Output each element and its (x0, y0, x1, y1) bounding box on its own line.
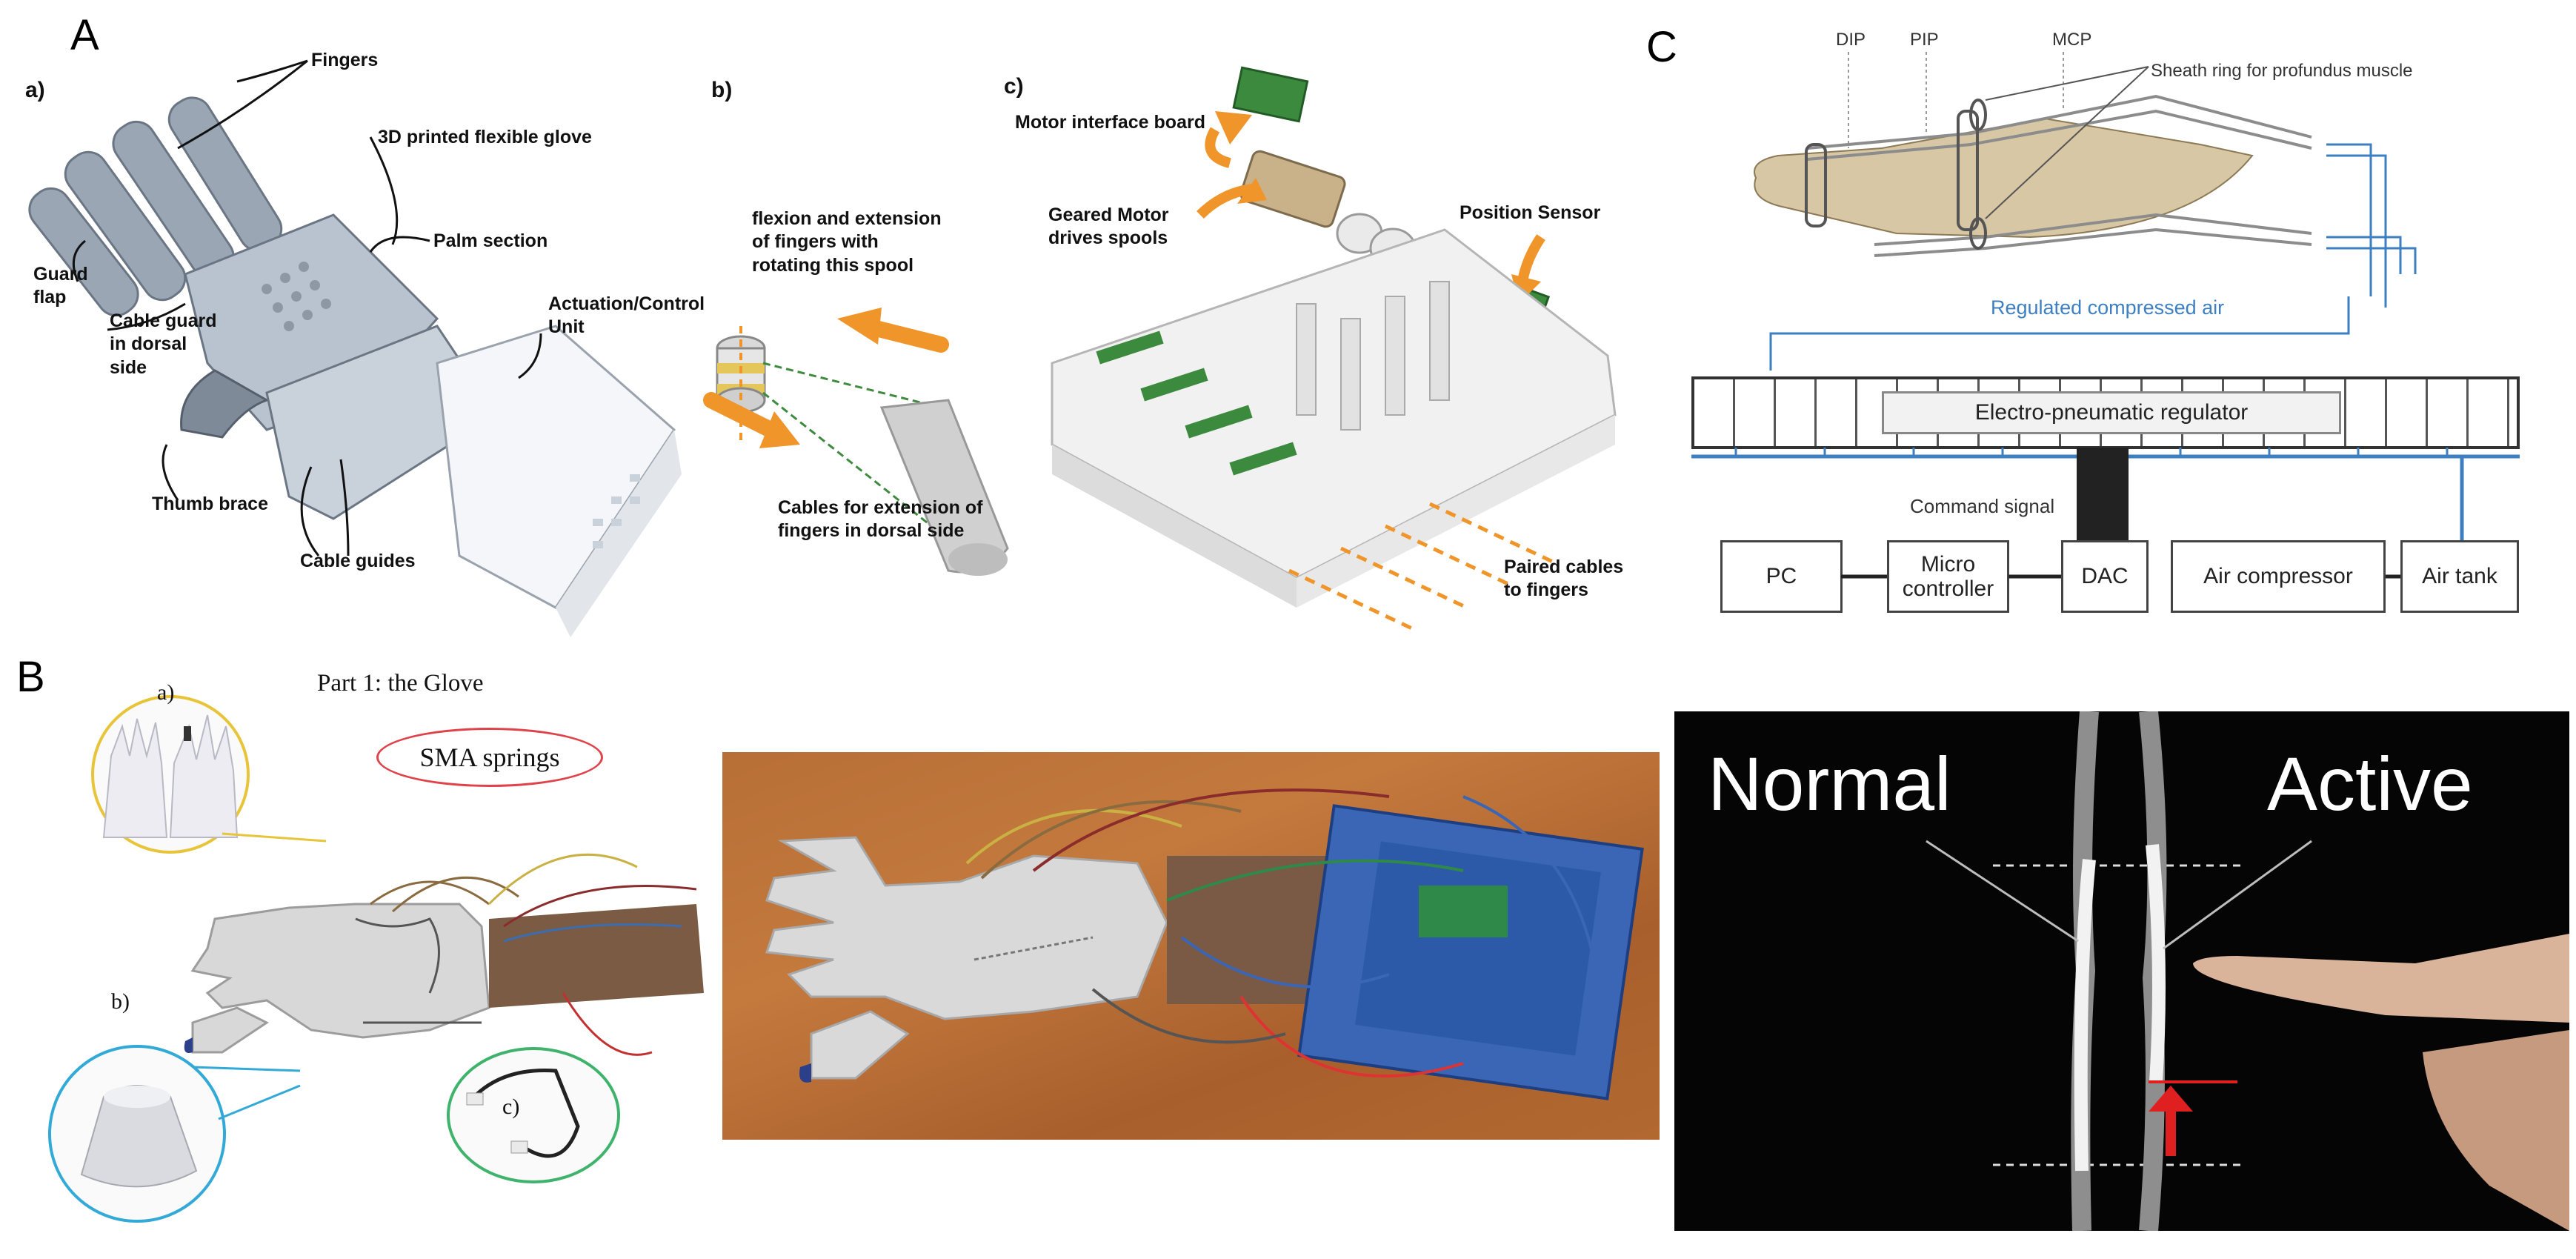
label-geared-motor: Geared Motor drives spools (1048, 205, 1169, 249)
subpanel-a-tag: a) (25, 78, 45, 102)
block-air-compressor: Air compressor (2171, 540, 2386, 613)
command-signal-label: Command signal (1910, 495, 2055, 517)
glove-prototype-photo (722, 752, 1660, 1140)
joint-dip: DIP (1836, 30, 1866, 50)
label-thumb-brace: Thumb brace (152, 494, 268, 514)
spool-illustration (703, 308, 1009, 576)
joint-mcp: MCP (2052, 30, 2092, 50)
subpanel-c-tag: c) (1004, 74, 1024, 99)
regulated-air-label: Regulated compressed air (1991, 296, 2225, 319)
normal-label: Normal (1708, 742, 1951, 826)
joint-pip: PIP (1910, 30, 1939, 50)
finger-tendon-diagram (1754, 52, 2417, 371)
label-extension-cables: Cables for extension of fingers in dorsa… (778, 497, 983, 542)
label-palm: Palm section (433, 230, 548, 251)
subpanel-b-tag: b) (711, 78, 733, 102)
label-cable-guides: Cable guides (300, 551, 416, 571)
block-microcontroller: Micro controller (1887, 540, 2009, 613)
regulator-box: Electro-pneumatic regulator (1882, 391, 2341, 434)
label-position-sensor: Position Sensor (1460, 202, 1601, 223)
normal-active-photo: Normal Active (1674, 711, 2569, 1231)
actuation-unit-exploded (1051, 66, 1617, 632)
callout-a-label: a) (157, 680, 175, 705)
glove-3d-illustration (28, 96, 682, 637)
callout-b-label: b) (111, 989, 130, 1014)
label-motor-board: Motor interface board (1015, 112, 1205, 133)
panel-letter-b: B (16, 653, 45, 701)
sheath-ring-label: Sheath ring for profundus muscle (2151, 61, 2413, 81)
block-connectors (1841, 574, 2400, 579)
panel-letter-a: A (70, 11, 99, 59)
label-flexion-spool: flexion and extension of fingers with ro… (752, 208, 942, 276)
regulator-bottom-lines (1691, 448, 2520, 540)
part-1-title: Part 1: the Glove (317, 670, 484, 697)
annotation-arrows-a (72, 59, 542, 557)
callout-c-label: c) (502, 1094, 520, 1119)
sma-springs-label: SMA springs (376, 728, 603, 787)
glove-sma-drawing (48, 695, 704, 1223)
label-fingers: Fingers (311, 50, 379, 70)
block-pc: PC (1720, 540, 1843, 613)
block-dac: DAC (2061, 540, 2149, 613)
active-label: Active (2267, 742, 2473, 826)
label-guard-flap: Guard flap (33, 264, 88, 308)
panel-letter-c: C (1646, 23, 1677, 71)
label-3d-glove: 3D printed flexible glove (378, 127, 592, 147)
label-actuation: Actuation/Control Unit (548, 293, 705, 338)
block-air-tank: Air tank (2400, 540, 2519, 613)
